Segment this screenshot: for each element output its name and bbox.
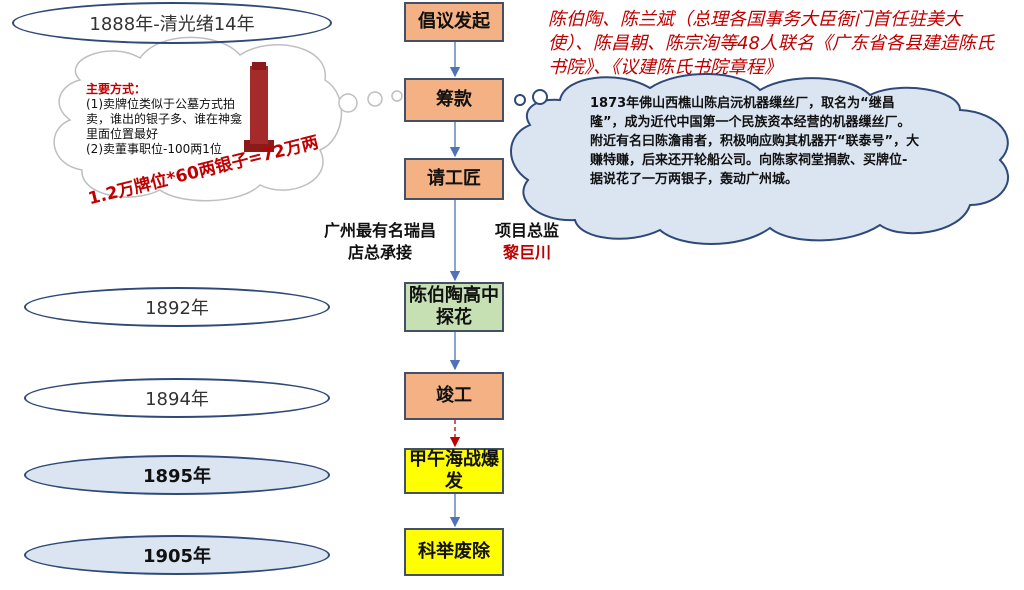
memorial-tablet-image (244, 62, 274, 152)
year-1905: 1905年 (24, 535, 330, 575)
funding-thought-cloud (53, 36, 403, 202)
year-1895: 1895年 (24, 455, 330, 495)
step-sino-japanese-war: 甲午海战爆发 (404, 448, 504, 494)
contractor-label: 广州最有名瑞昌店总承接 (323, 221, 436, 262)
year-1894: 1894年 (24, 378, 330, 418)
history-cloud-text: 1873年佛山西樵山陈启沅机器缫丝厂，取名为“继昌隆”，成为近代中国第一个民族资… (590, 96, 920, 187)
supervisor-name: 黎巨川 (502, 243, 551, 262)
step-chen-botao-tanhua: 陈伯陶高中探花 (404, 282, 504, 332)
funding-method-2: (2)卖董事职位-100两1位 (86, 142, 222, 156)
step-fundraising: 筹款 (404, 78, 504, 122)
supervisor-title: 项目总监 (494, 221, 559, 240)
funding-method-1: (1)卖牌位类似于公墓方式拍卖，谁出的银子多、谁在神龛里面位置最好 (86, 97, 243, 141)
year-1888: 1888年-清光绪14年 (12, 2, 332, 44)
step-initiate: 倡议发起 (404, 2, 504, 42)
funding-methods: 主要方式： (1)卖牌位类似于公墓方式拍卖，谁出的银子多、谁在神龛里面位置最好 … (86, 82, 246, 157)
funding-methods-title: 主要方式： (86, 82, 147, 96)
initiators-note: 陈伯陶、陈兰斌（总理各国事务大臣衙门首任驻美大使）、陈昌朝、陈宗洵等48人联名《… (548, 9, 994, 78)
history-cloud (510, 73, 1010, 245)
step-completion: 竣工 (404, 372, 504, 420)
step-abolition-exam: 科举废除 (404, 528, 504, 576)
supervisor-block: 项目总监 黎巨川 (482, 220, 572, 264)
step-hire-craftsmen: 请工匠 (404, 158, 504, 200)
year-1892: 1892年 (24, 287, 330, 327)
